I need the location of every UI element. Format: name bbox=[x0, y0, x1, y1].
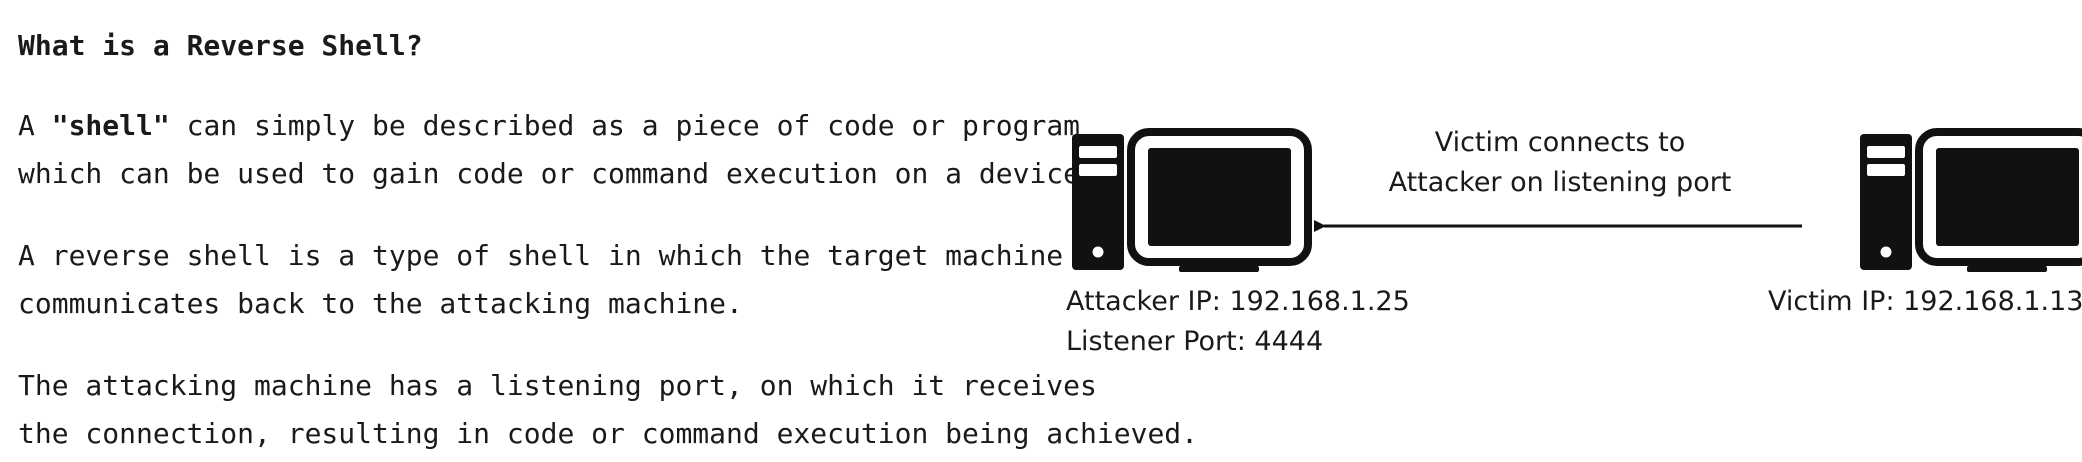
attacker-computer-icon bbox=[1072, 128, 1312, 272]
paragraph-line: communicates back to the attacking machi… bbox=[18, 287, 743, 320]
paragraph-line: The attacking machine has a listening po… bbox=[18, 369, 1097, 402]
arrow-caption-line: Victim connects to bbox=[1434, 127, 1686, 158]
paragraph-reverse-shell-definition: A reverse shell is a type of shell in wh… bbox=[18, 232, 1063, 328]
reverse-shell-diagram: Victim connects to Attacker on listening… bbox=[1050, 110, 2082, 370]
diagram-graphics bbox=[1072, 128, 2082, 272]
paragraph-line: the connection, resulting in code or com… bbox=[18, 417, 1199, 450]
arrow-caption-line: Attacker on listening port bbox=[1388, 167, 1732, 198]
paragraph-line: which can be used to gain code or comman… bbox=[18, 157, 1097, 190]
section-heading: What is a Reverse Shell? bbox=[18, 29, 423, 62]
listener-port-label: Listener Port: 4444 bbox=[1066, 326, 1324, 357]
arrow-caption: Victim connects to Attacker on listening… bbox=[1330, 123, 1790, 203]
victim-computer-icon bbox=[1860, 128, 2082, 272]
shell-emphasis: "shell" bbox=[51, 109, 170, 142]
text-prefix: A bbox=[18, 109, 52, 142]
text-rest: can simply be described as a piece of co… bbox=[169, 109, 1081, 142]
paragraph-line: A reverse shell is a type of shell in wh… bbox=[18, 239, 1064, 272]
paragraph-listening-port: The attacking machine has a listening po… bbox=[18, 362, 1198, 458]
paragraph-line: A "shell" can simply be described as a p… bbox=[18, 102, 1097, 150]
attacker-ip-label: Attacker IP: 192.168.1.25 bbox=[1066, 286, 1410, 317]
victim-ip-label: Victim IP: 192.168.1.13 bbox=[1768, 286, 2082, 317]
paragraph-shell-definition: A "shell" can simply be described as a p… bbox=[18, 102, 1097, 198]
